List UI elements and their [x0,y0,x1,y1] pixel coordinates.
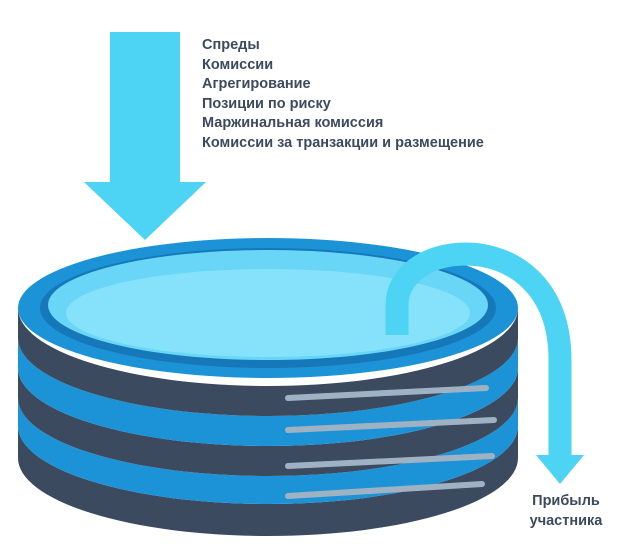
inflow-item: Маржинальная комиссия [202,115,384,132]
down-arrow-icon [84,32,206,240]
curved-arrow-icon [385,242,584,484]
pool-layer-bottom [18,368,518,536]
pool-layer-top [18,308,518,446]
outflow-label-line-1: Прибыль [532,493,600,509]
outflow-label-line-2: участника [529,512,603,529]
inflow-item: Агрегирование [202,76,311,93]
pool-highlights [285,385,497,499]
pool-icon [18,238,518,378]
inflow-item: Комиссии [202,56,274,73]
inflow-item: Комиссии за транзакции и размещение [202,134,484,151]
inflow-item: Спреды [202,37,260,53]
inflow-item: Позиции по риску [202,95,331,112]
outflow-label: Прибыль участника [518,492,614,531]
